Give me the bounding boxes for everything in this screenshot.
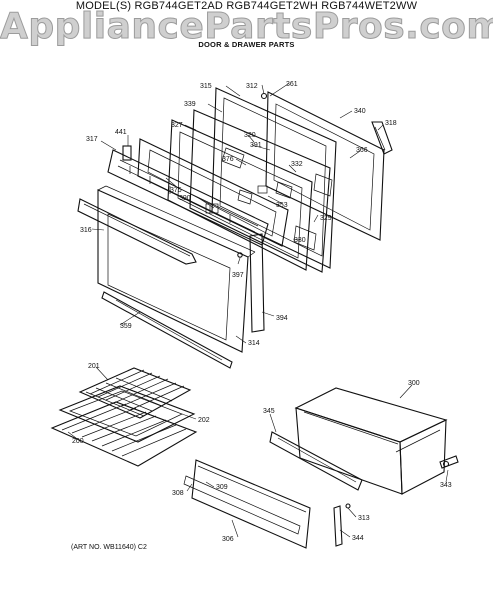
callout-391: 391 xyxy=(250,142,262,149)
door-side-trim-394 xyxy=(249,233,265,333)
drawer-guide-344 xyxy=(333,505,343,547)
art-number: (ART NO. WB11640) C2 xyxy=(71,544,147,551)
door-liner-339 xyxy=(137,138,289,247)
callout-316: 316 xyxy=(80,227,92,234)
callout-320: 320 xyxy=(244,132,256,139)
callout-390: 390 xyxy=(179,195,191,202)
callout-343: 343 xyxy=(440,482,452,489)
drawer-roller-343 xyxy=(439,455,459,469)
leader-lines xyxy=(67,83,449,538)
callout-329: 329 xyxy=(320,215,332,222)
callout-315: 315 xyxy=(200,83,212,90)
drawer-front-306 xyxy=(183,459,311,549)
callout-332: 332 xyxy=(291,161,303,168)
callout-202: 202 xyxy=(198,417,210,424)
oven-rack-201 xyxy=(78,367,192,419)
screw-312 xyxy=(260,92,268,100)
door-bottom-trim-359 xyxy=(101,291,233,369)
callout-375: 375 xyxy=(170,187,182,194)
broiler-pan-200 xyxy=(50,401,198,467)
callout-359: 359 xyxy=(120,323,132,330)
callout-366: 366 xyxy=(356,147,368,154)
callout-340: 340 xyxy=(354,108,366,115)
watermark-logo: AppliancePartsPros.com xyxy=(0,6,493,48)
callout-labels: 315 312 361 339 340 327 441 318 317 320 … xyxy=(72,81,452,543)
screw-313 xyxy=(345,503,351,509)
door-gasket-frame-340 xyxy=(265,91,385,241)
callout-330: 330 xyxy=(294,237,306,244)
callout-327: 327 xyxy=(171,122,183,129)
screw-397 xyxy=(237,252,243,258)
callout-344: 344 xyxy=(352,535,364,542)
callout-313: 313 xyxy=(358,515,370,522)
callout-300: 300 xyxy=(408,380,420,387)
callout-314: 314 xyxy=(248,340,260,347)
door-handle-316 xyxy=(77,198,197,265)
callout-441: 441 xyxy=(115,129,127,136)
door-outer-panel-316 xyxy=(97,185,256,353)
callout-317: 317 xyxy=(86,136,98,143)
model-numbers: MODEL(S) RGB744GET2AD RGB744GET2WH RGB74… xyxy=(75,0,418,12)
callout-201: 201 xyxy=(88,363,100,370)
callout-312: 312 xyxy=(246,83,258,90)
door-frame-315 xyxy=(211,87,337,269)
callout-376: 376 xyxy=(222,156,234,163)
callout-361: 361 xyxy=(286,81,298,88)
section-title: DOOR & DRAWER PARTS xyxy=(198,40,295,49)
oven-rack-202 xyxy=(58,385,196,443)
callout-306: 306 xyxy=(222,536,234,543)
callout-397: 397 xyxy=(232,272,244,279)
door-glass-panel-376 xyxy=(167,119,313,271)
callout-394: 394 xyxy=(276,315,288,322)
callout-318: 318 xyxy=(385,120,397,127)
drawer-rail-345 xyxy=(269,431,363,491)
door-inner-panel-330 xyxy=(189,109,331,273)
hinge-441 xyxy=(122,145,132,161)
callout-345: 345 xyxy=(263,408,275,415)
callout-200: 200 xyxy=(72,438,84,445)
callout-353: 353 xyxy=(276,202,288,209)
callout-308: 308 xyxy=(172,490,184,497)
drawer-body-300 xyxy=(294,387,448,495)
callout-309: 309 xyxy=(216,484,228,491)
callout-339: 339 xyxy=(184,101,196,108)
door-vent-318 xyxy=(371,121,393,155)
